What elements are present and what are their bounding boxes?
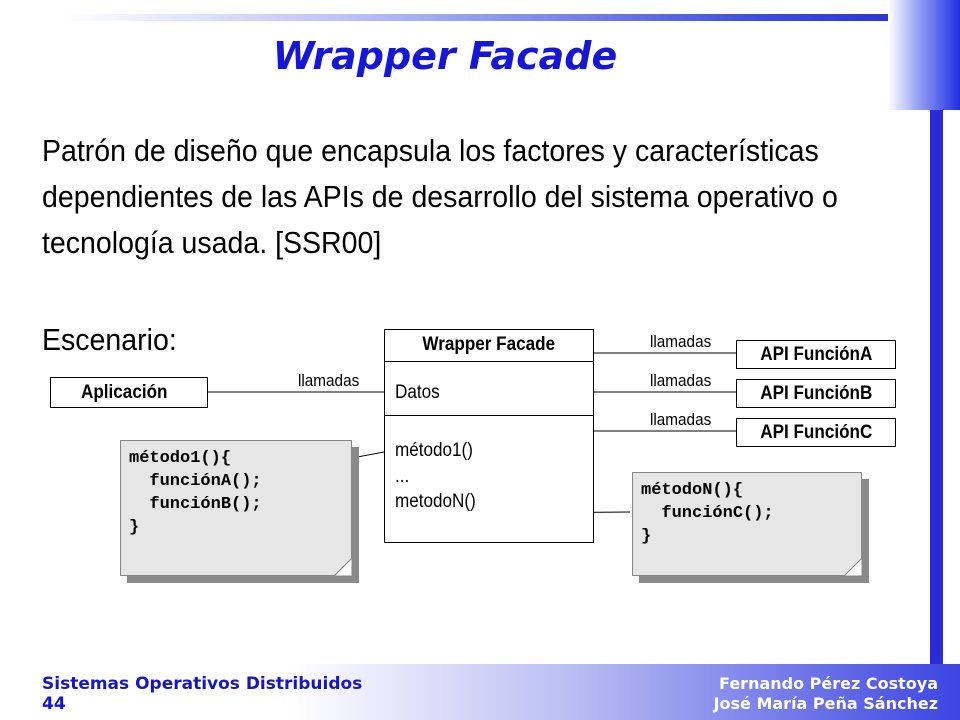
note-line: funciónB();	[129, 495, 262, 514]
note-line: funciónA();	[129, 472, 262, 491]
edge-label-api-b: llamadas	[650, 371, 712, 390]
footer-band	[0, 664, 960, 720]
methodN-note: métodoN(){ funciónC();}	[632, 472, 862, 576]
footer-course: Sistemas Operativos Distribuidos 44	[42, 674, 362, 714]
note-line: }	[641, 527, 652, 546]
api-funcion-c-box: API FunciónC	[736, 418, 896, 447]
note1-fold-icon	[334, 558, 353, 577]
page-number: 44	[42, 694, 66, 714]
note1-to-method1-line	[351, 451, 385, 459]
right-accent-bar	[930, 110, 943, 666]
author-1: Fernando Pérez Costoya	[719, 674, 938, 693]
api-funcion-a-box: API FunciónA	[736, 340, 896, 369]
api-funcion-b-label: API FunciónB	[759, 383, 873, 404]
noteN-fold-icon	[844, 558, 863, 577]
wrapper-class-title: Wrapper Facade	[422, 334, 556, 355]
edge-label-app-wrapper: llamadas	[298, 371, 360, 390]
method1-note: método1(){ funciónA(); funciónB();}	[120, 440, 352, 576]
note-line: funciónC();	[641, 504, 774, 523]
attribute-datos: Datos	[395, 382, 440, 403]
top-accent-bar	[64, 14, 890, 21]
description-line: Patrón de diseño que encapsula los facto…	[42, 133, 819, 168]
api-funcion-a-label: API FunciónA	[759, 344, 873, 365]
note-line: método1(){	[129, 449, 232, 468]
application-box: Aplicación	[50, 377, 208, 408]
scenario-label: Escenario:	[42, 322, 177, 357]
method-ellipsis: ...	[395, 466, 410, 487]
slide-title: Wrapper Facade	[272, 34, 618, 78]
api-funcion-c-label: API FunciónC	[759, 422, 873, 443]
footer-authors: Fernando Pérez Costoya José María Peña S…	[714, 674, 938, 714]
wrapper-attributes: Datos	[385, 362, 593, 416]
application-label: Aplicación	[80, 382, 168, 403]
description: Patrón de diseño que encapsula los facto…	[42, 128, 852, 266]
wrapper-class-header: Wrapper Facade	[385, 330, 593, 362]
corner-accent-block	[888, 0, 960, 110]
edge-label-api-c: llamadas	[650, 410, 712, 429]
method-1: método1()	[395, 440, 473, 461]
note-line: }	[129, 518, 140, 537]
edge-label-api-a: llamadas	[650, 332, 712, 351]
wrapper-facade-class: Wrapper Facade Datos método1() ... metod…	[384, 329, 594, 543]
description-line: tecnología usada. [SSR00]	[42, 225, 382, 260]
course-name: Sistemas Operativos Distribuidos	[42, 674, 363, 694]
method-n: metodoN()	[395, 491, 476, 512]
description-line: dependientes de las APIs de desarrollo d…	[42, 179, 838, 214]
author-2: José María Peña Sánchez	[713, 694, 938, 713]
api-funcion-b-box: API FunciónB	[736, 379, 896, 408]
note-line: métodoN(){	[641, 481, 744, 500]
